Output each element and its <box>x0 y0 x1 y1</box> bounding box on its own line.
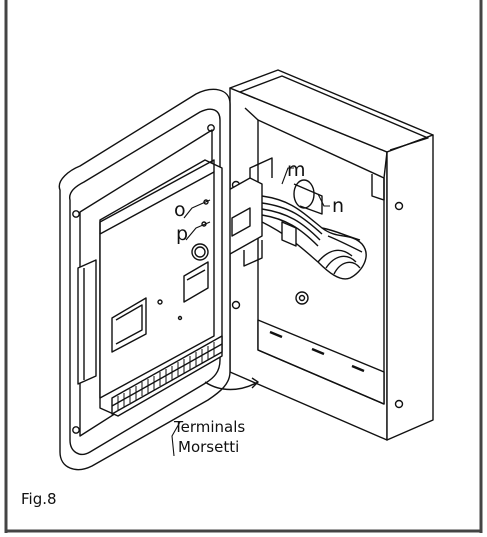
callout-m: m <box>287 159 306 181</box>
rotation-arrow <box>204 377 259 391</box>
terminal-block <box>117 342 215 410</box>
callout-leaders <box>171 167 330 457</box>
enclosure-box <box>229 69 434 441</box>
callout-n: n <box>332 195 344 217</box>
terminals-label: Terminals <box>173 418 245 436</box>
connector-clip <box>281 179 323 247</box>
figure-border <box>4 0 483 533</box>
callout-p: p <box>176 223 188 245</box>
cable-bundle <box>261 195 367 280</box>
callout-o: o <box>174 199 186 221</box>
figure-caption: Fig.8 <box>21 490 57 508</box>
screw-hole <box>394 201 404 211</box>
circuit-board <box>99 159 223 417</box>
morsetti-label: Morsetti <box>178 438 239 456</box>
screw-hole <box>231 300 241 310</box>
screw-hole <box>394 399 404 409</box>
